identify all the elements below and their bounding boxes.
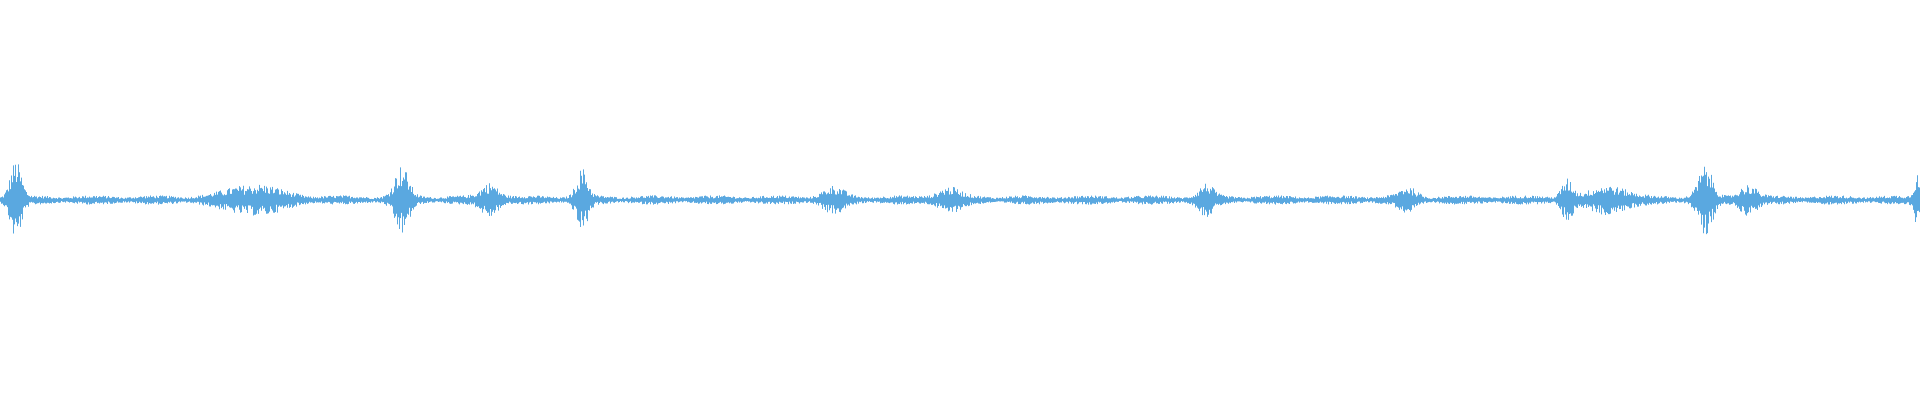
waveform-trace xyxy=(0,164,1920,235)
